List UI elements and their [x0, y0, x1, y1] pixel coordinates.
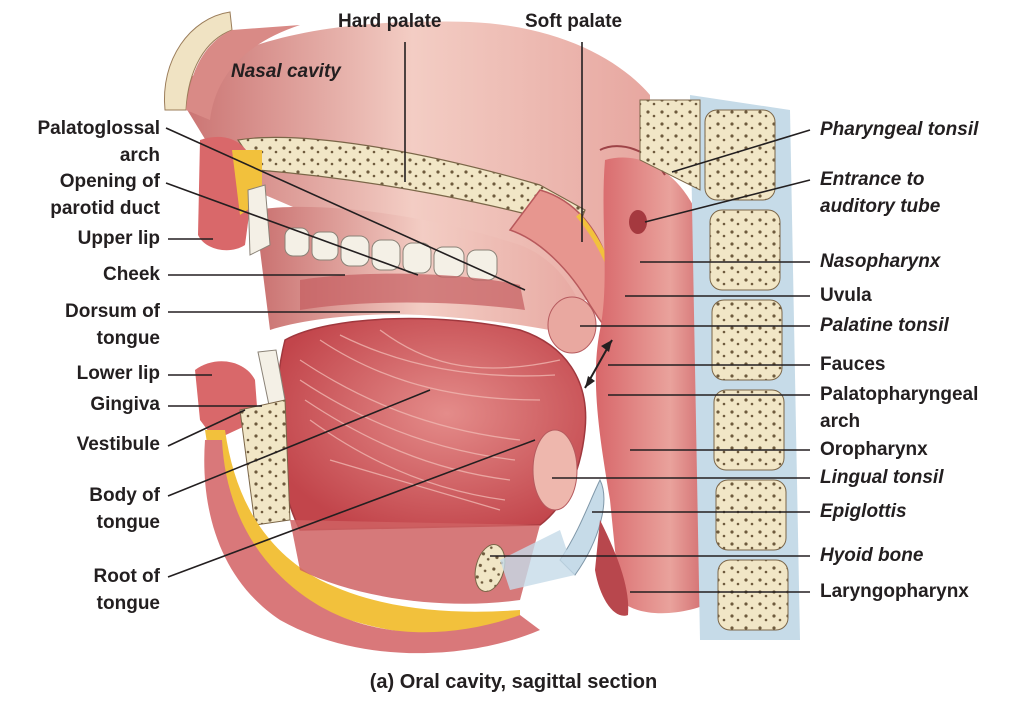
label-gingiva: Gingiva [90, 394, 160, 415]
label-hard-palate: Hard palate [338, 11, 442, 32]
label-laryngopharynx: Laryngopharynx [820, 581, 969, 602]
label-palatoglossal-arch: Palatoglossal arch [37, 118, 161, 166]
label-auditory-tube: Entrance to auditory tube [820, 169, 941, 217]
label-nasal-cavity: Nasal cavity [231, 61, 341, 82]
auditory-tube-opening [629, 210, 647, 234]
label-lingual-tonsil: Lingual tonsil [820, 467, 944, 488]
leader-lines [165, 42, 811, 593]
tongue-muscle-fibers [299, 329, 561, 511]
label-vestibule: Vestibule [76, 434, 160, 455]
label-oropharynx: Oropharynx [820, 439, 928, 460]
label-upper-lip: Upper lip [77, 228, 160, 249]
label-parotid-duct: Opening of parotid duct [50, 171, 160, 219]
label-uvula: Uvula [820, 285, 872, 306]
nose-cartilage [163, 11, 233, 111]
label-pharyngeal-tonsil: Pharyngeal tonsil [820, 119, 979, 140]
vertebral-column [639, 95, 800, 640]
label-nasopharynx: Nasopharynx [820, 251, 941, 272]
label-dorsum-of-tongue: Dorsum of tongue [65, 301, 160, 349]
upper-teeth [247, 184, 498, 281]
label-soft-palate: Soft palate [525, 11, 623, 32]
label-palatopharyngeal-arch: Palatopharyngeal arch [820, 384, 979, 432]
label-lower-lip: Lower lip [76, 363, 160, 384]
laryngopharynx-shape [595, 520, 629, 616]
label-body-of-tongue: Body of tongue [89, 485, 160, 533]
pharynx [595, 157, 720, 614]
lingual-tonsil-mass [532, 429, 578, 511]
palatine-tonsil [547, 296, 597, 354]
label-root-of-tongue: Root of tongue [93, 566, 160, 614]
label-fauces: Fauces [820, 354, 886, 375]
label-palatine-tonsil: Palatine tonsil [820, 315, 949, 336]
label-epiglottis: Epiglottis [820, 501, 907, 522]
label-cheek: Cheek [102, 264, 160, 285]
label-hyoid-bone: Hyoid bone [820, 545, 924, 566]
cheek [300, 273, 525, 310]
figure-caption: (a) Oral cavity, sagittal section [369, 671, 658, 693]
